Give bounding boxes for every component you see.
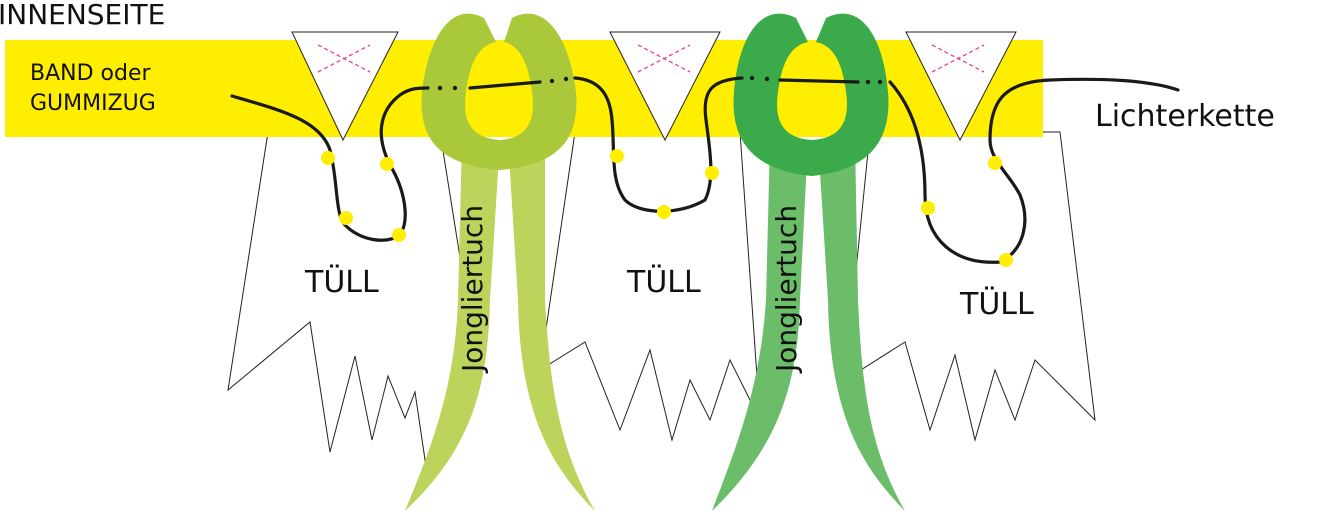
jongliertuch-label-2: Jongliertuch (770, 205, 803, 374)
light-dot (610, 149, 624, 163)
band-label-line-1: BAND oder (30, 61, 151, 86)
tuell-label-2: TÜLL (626, 264, 701, 300)
light-dot (380, 157, 394, 171)
light-dot (921, 201, 935, 215)
lichterkette-label: Lichterkette (1095, 99, 1275, 134)
tuell-label-1: TÜLL (304, 264, 379, 300)
light-dot (392, 228, 406, 242)
tulle-panel-3 (845, 132, 1095, 440)
light-dot (339, 211, 353, 225)
light-dot (988, 156, 1002, 170)
innenseite-heading: INNENSEITE (0, 0, 165, 31)
cable-segment-4 (780, 80, 858, 82)
light-dot (999, 253, 1013, 267)
light-dot (321, 151, 335, 165)
tuell-label-3: TÜLL (959, 286, 1034, 322)
tulle-panel-1 (228, 132, 470, 480)
light-dot (657, 205, 671, 219)
jongliertuch-label-1: Jongliertuch (456, 205, 489, 374)
band-label-line-2: GUMMIZUG (30, 91, 156, 116)
light-dot (705, 166, 719, 180)
